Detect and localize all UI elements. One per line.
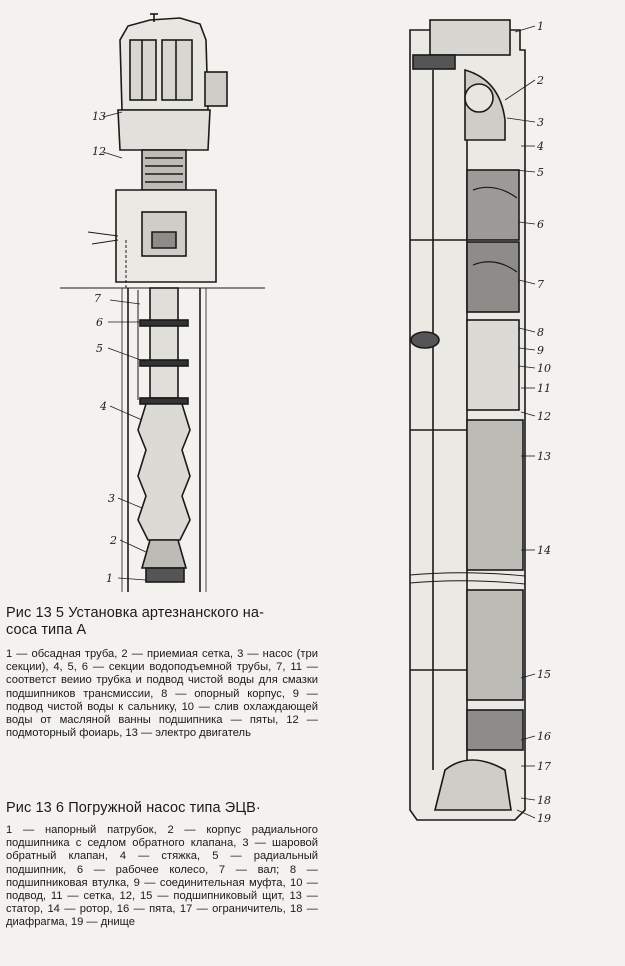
label-r13: 13 [537, 450, 551, 463]
label-r7: 7 [537, 278, 544, 291]
label-1: 1 [106, 572, 113, 585]
submersible-pump-drawing: 1 2 3 4 5 6 7 8 9 10 11 12 13 14 15 16 1… [409, 19, 551, 825]
label-2: 2 [109, 534, 117, 547]
label-r12: 12 [537, 410, 551, 423]
label-4: 4 [99, 400, 107, 413]
figure-13-5-caption: Рис 13 5 Установка артезнанского на- сос… [6, 605, 265, 638]
label-r14: 14 [537, 544, 551, 557]
label-r17: 17 [537, 760, 551, 773]
label-r5: 5 [537, 166, 544, 179]
label-r9: 9 [537, 344, 544, 357]
label-r8: 8 [537, 326, 544, 339]
label-r19: 19 [537, 812, 551, 825]
label-r10: 10 [537, 362, 551, 375]
label-5: 5 [96, 342, 103, 355]
label-6: 6 [96, 316, 103, 329]
label-r3: 3 [537, 116, 544, 129]
artesian-pump-drawing: 13 12 7 6 5 4 3 2 1 [60, 13, 265, 592]
figure-13-5-legend: 1 — обсадная труба, 2 — приемиая сетка, … [6, 648, 318, 740]
label-r16: 16 [537, 730, 551, 743]
label-r11: 11 [537, 382, 551, 395]
label-r15: 15 [537, 668, 551, 681]
label-3: 3 [108, 492, 115, 505]
label-r2: 2 [536, 74, 544, 87]
figure-13-6-caption: Рис 13 6 Погружной насос типа ЭЦВ· [6, 800, 261, 816]
label-r6: 6 [537, 218, 544, 231]
label-13: 13 [92, 110, 106, 123]
label-r4: 4 [536, 140, 544, 153]
label-7: 7 [94, 292, 101, 305]
label-12: 12 [92, 145, 106, 158]
label-r18: 18 [537, 794, 551, 807]
figure-13-6-legend: 1 — напорный патрубок, 2 — корпус радиал… [6, 824, 318, 929]
label-r1: 1 [537, 20, 544, 33]
